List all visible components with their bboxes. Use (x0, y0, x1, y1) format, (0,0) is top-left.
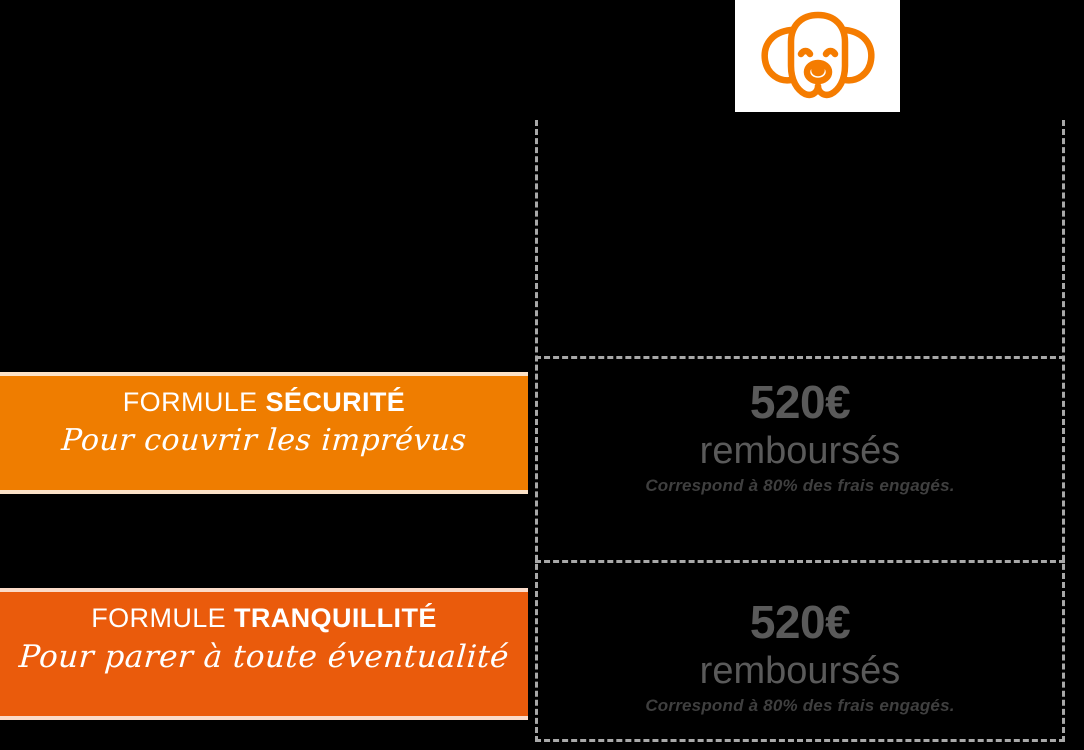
plan-banner-securite[interactable]: FORMULE SÉCURITÉ Pour couvrir les imprév… (0, 372, 528, 494)
plan-tagline-tranquillite: Pour parer à toute éventualité (17, 638, 511, 675)
plan-title-strong: SÉCURITÉ (265, 387, 406, 417)
comparison-frame-divider-1 (535, 356, 1065, 359)
plan-title-prefix: FORMULE (91, 603, 234, 633)
refund-note-tranquillite: Correspond à 80% des frais engagés. (645, 696, 955, 716)
comparison-frame-divider-2 (535, 560, 1065, 563)
dog-head-icon (753, 8, 883, 104)
refund-block-securite: 520€ remboursés Correspond à 80% des fra… (535, 378, 1065, 496)
refund-amount-tranquillite: 520€ (749, 596, 851, 648)
comparison-frame (535, 120, 1065, 742)
plan-title-tranquillite: FORMULE TRANQUILLITÉ (0, 603, 528, 634)
refund-amount-securite: 520€ (749, 376, 851, 428)
plan-title-strong: TRANQUILLITÉ (233, 603, 437, 633)
plan-tagline-securite: Pour couvrir les imprévus (60, 422, 468, 458)
brand-logo-container (735, 0, 900, 112)
refund-label-securite: remboursés (699, 430, 901, 473)
plan-title-securite: FORMULE SÉCURITÉ (0, 387, 528, 418)
refund-note-securite: Correspond à 80% des frais engagés. (645, 476, 955, 496)
plan-banner-tranquillite[interactable]: FORMULE TRANQUILLITÉ Pour parer à toute … (0, 588, 528, 720)
refund-block-tranquillite: 520€ remboursés Correspond à 80% des fra… (535, 598, 1065, 716)
refund-label-tranquillite: remboursés (699, 650, 901, 693)
plan-title-prefix: FORMULE (122, 387, 266, 417)
